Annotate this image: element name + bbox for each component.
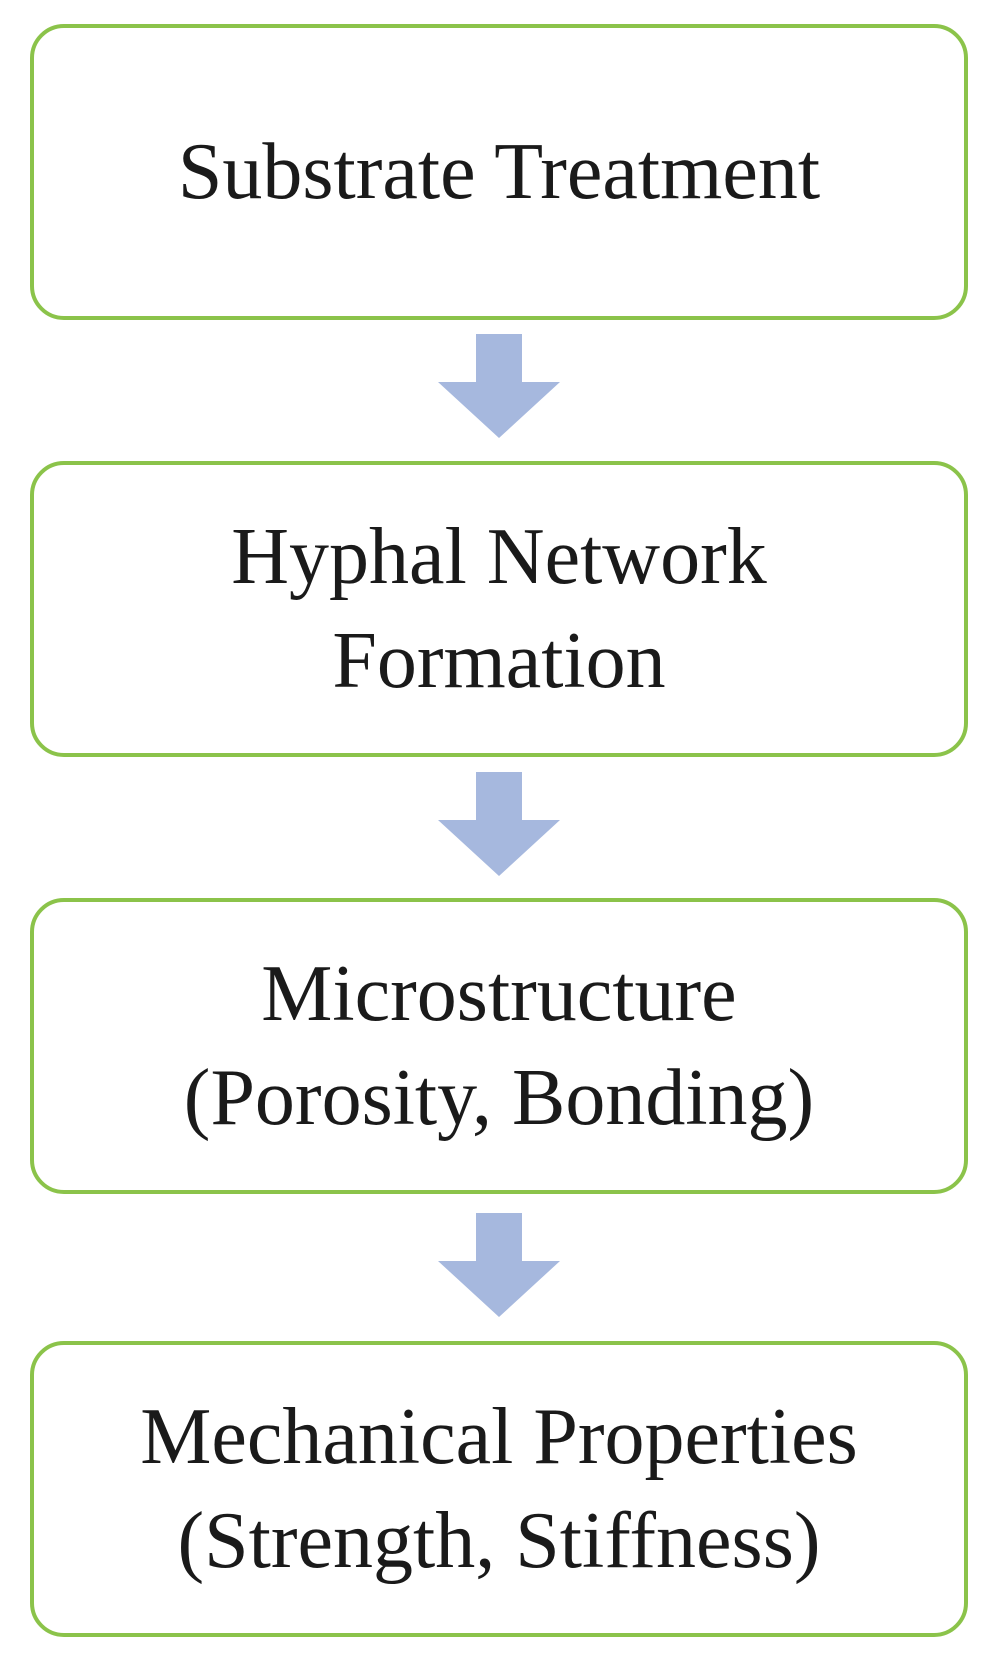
step-label-line: Hyphal Network: [231, 513, 767, 601]
down-arrow-icon: [438, 772, 560, 876]
step-label-line: Mechanical Properties: [140, 1393, 858, 1481]
step-label-line: Substrate Treatment: [177, 128, 821, 216]
step-label-line: (Strength, Stiffness): [177, 1497, 821, 1585]
step-mechanical-properties: Mechanical Properties (Strength, Stiffne…: [30, 1341, 968, 1637]
step-label-line: Formation: [332, 617, 666, 705]
down-arrow-icon: [438, 1213, 560, 1317]
step-microstructure: Microstructure (Porosity, Bonding): [30, 898, 968, 1194]
step-label-line: Microstructure: [261, 950, 737, 1038]
step-hyphal-network-formation: Hyphal Network Formation: [30, 461, 968, 757]
step-label-line: (Porosity, Bonding): [183, 1054, 815, 1142]
step-substrate-treatment: Substrate Treatment: [30, 24, 968, 320]
down-arrow-icon: [438, 334, 560, 438]
